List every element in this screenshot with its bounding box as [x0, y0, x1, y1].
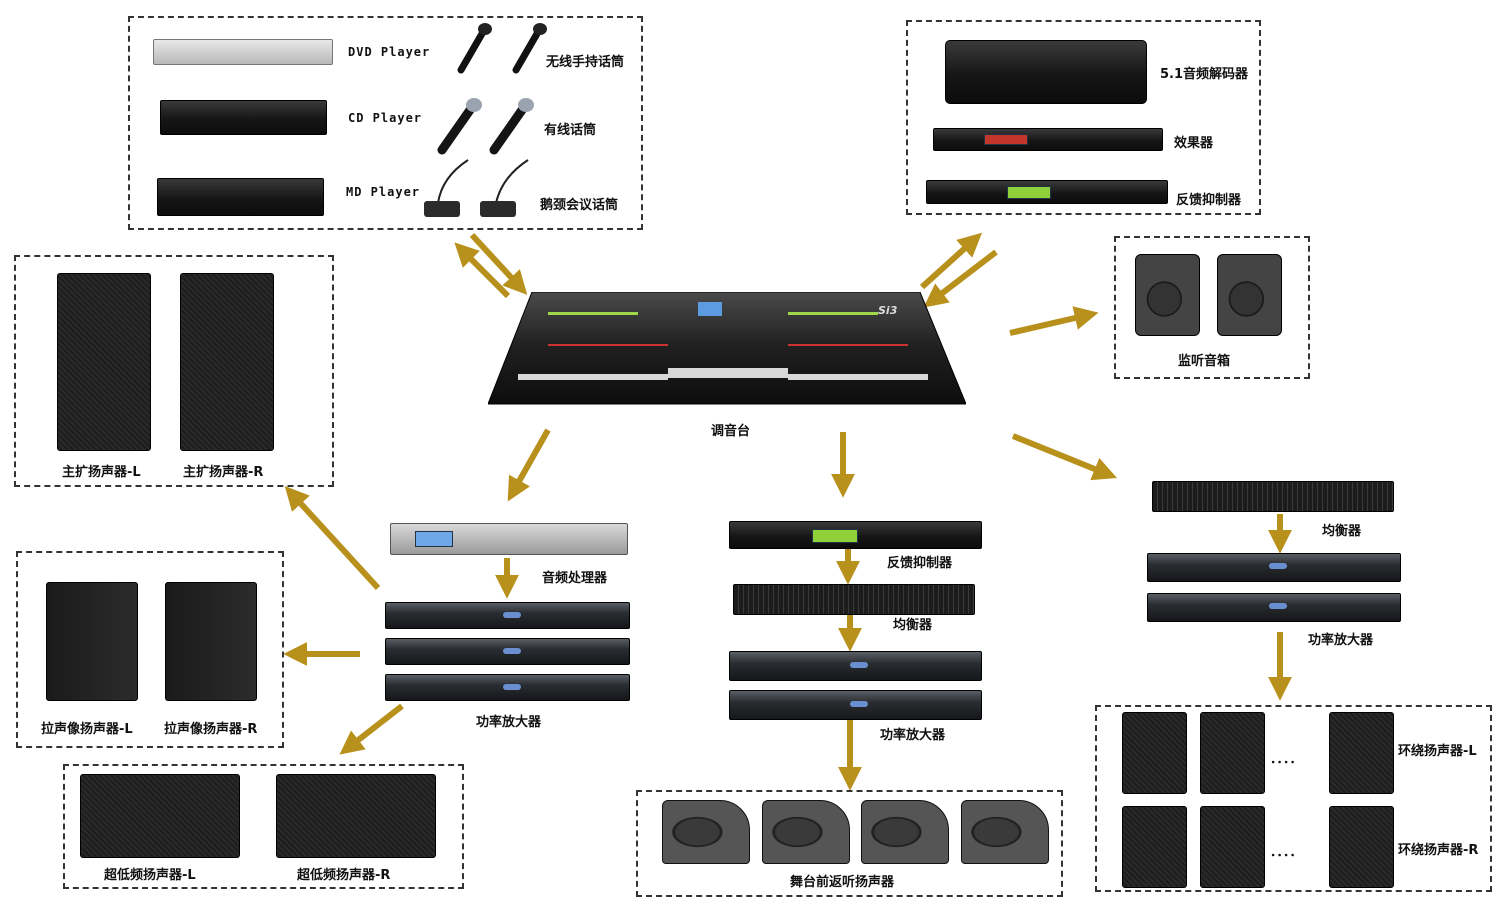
dvd-player-device [153, 39, 333, 65]
gooseneck-mic-icon [424, 159, 529, 217]
processor-display [415, 531, 453, 547]
monitor-speaker-left [1135, 254, 1200, 336]
feedback-device-1 [926, 180, 1168, 204]
surround-speaker-2 [1200, 712, 1265, 794]
main-speaker-right [180, 273, 274, 451]
sources-box [128, 16, 643, 230]
zoom-speaker-left [46, 582, 138, 701]
zoom-speakers-box [16, 551, 284, 748]
stage-monitor-3 [861, 800, 949, 864]
feedback-label-1: 反馈抑制器 [1176, 193, 1242, 208]
zoom-speaker-right-label: 拉声像扬声器-R [164, 722, 258, 737]
zoom-speaker-left-label: 拉声像扬声器-L [41, 722, 133, 737]
eq-right-label: 均衡器 [1322, 524, 1362, 539]
amp-left-label: 功率放大器 [476, 715, 542, 730]
zoom-speaker-right [165, 582, 257, 701]
dvd-player-label: DVD Player [348, 45, 431, 59]
amp-left-2 [385, 638, 630, 665]
cd-player-label: CD Player [348, 111, 423, 125]
amp-right-2 [1147, 593, 1401, 622]
arrow-mixer-to-processor [507, 428, 551, 502]
arrow-mixer-to-periph [919, 232, 983, 290]
subwoofer-left [80, 774, 240, 858]
stage-monitor-box [636, 790, 1063, 897]
feedback-display-2 [812, 529, 858, 543]
subwoofer-left-label: 超低频扬声器-L [104, 868, 196, 883]
feedback-label-2: 反馈抑制器 [887, 556, 953, 571]
audio-processor-label: 音频处理器 [542, 571, 608, 586]
monitor-speakers-box [1114, 236, 1310, 379]
mixing-console-device [488, 292, 966, 405]
main-speaker-right-label: 主扩扬声器-R [183, 465, 264, 480]
wireless-mic-icon [457, 23, 547, 74]
surround-speaker-6 [1329, 806, 1394, 888]
stage-monitor-2 [762, 800, 850, 864]
surround-right-label: 环绕扬声器-R [1398, 843, 1479, 858]
subwoofer-box [63, 764, 464, 889]
eq-right-device [1152, 481, 1394, 512]
amp-center-2 [729, 690, 982, 720]
feedback-display-1 [1007, 186, 1051, 199]
surround-box [1095, 705, 1492, 892]
monitor-speakers-label: 监听音箱 [1178, 354, 1231, 369]
surround-speaker-3 [1329, 712, 1394, 794]
wired-mic-icon [437, 98, 534, 155]
eq-center-device [733, 584, 975, 615]
amp-center-label: 功率放大器 [880, 728, 946, 743]
decoder-label: 5.1音频解码器 [1160, 67, 1249, 82]
subwoofer-right-label: 超低频扬声器-R [297, 868, 391, 883]
surround-speaker-1 [1122, 712, 1187, 794]
amp-left-1 [385, 602, 630, 629]
surround-speaker-5 [1200, 806, 1265, 888]
amp-center-1 [729, 651, 982, 681]
amp-left-3 [385, 674, 630, 701]
surround-dots-top: ．．．． [1270, 752, 1303, 767]
arrow-mixer-to-monitor [1009, 306, 1099, 336]
arrow-mixer-to-sources [454, 242, 511, 299]
stage-monitor-label: 舞台前返听扬声器 [790, 875, 895, 890]
stage-monitor-1 [662, 800, 750, 864]
arrow-mixer-to-eq-right [1011, 433, 1118, 481]
surround-speaker-4 [1122, 806, 1187, 888]
main-speaker-left-label: 主扩扬声器-L [62, 465, 141, 480]
audio-processor-device [390, 523, 628, 555]
peripherals-box [906, 20, 1261, 215]
effects-label: 效果器 [1174, 136, 1214, 151]
main-speaker-left [57, 273, 151, 451]
surround-left-label: 环绕扬声器-L [1398, 744, 1477, 759]
decoder-device [945, 40, 1147, 104]
arrow-periph-to-mixer [923, 249, 998, 308]
mixer-logo: Si3 [878, 304, 898, 317]
eq-center-label: 均衡器 [893, 618, 933, 633]
monitor-speaker-right [1217, 254, 1282, 336]
wired-mic-label: 有线话筒 [544, 123, 597, 138]
amp-right-1 [1147, 553, 1401, 582]
feedback-device-2 [729, 521, 982, 549]
main-speakers-box [14, 255, 334, 487]
amp-right-label: 功率放大器 [1308, 633, 1374, 648]
arrow-sources-to-mixer [469, 232, 528, 295]
surround-dots-bottom: ．．．． [1270, 845, 1303, 860]
mixer-label: 调音台 [711, 424, 751, 439]
wireless-mic-label: 无线手持话筒 [546, 55, 625, 70]
md-player-device [157, 178, 324, 216]
gooseneck-mic-label: 鹅颈会议话筒 [540, 198, 619, 213]
subwoofer-right [276, 774, 436, 858]
stage-monitor-4 [961, 800, 1049, 864]
effects-display [984, 134, 1028, 145]
md-player-label: MD Player [346, 185, 421, 199]
arrow-amp-to-main [284, 486, 381, 591]
effects-device [933, 128, 1163, 151]
cd-player-device [160, 100, 327, 135]
arrow-amp-to-sub [339, 703, 404, 755]
